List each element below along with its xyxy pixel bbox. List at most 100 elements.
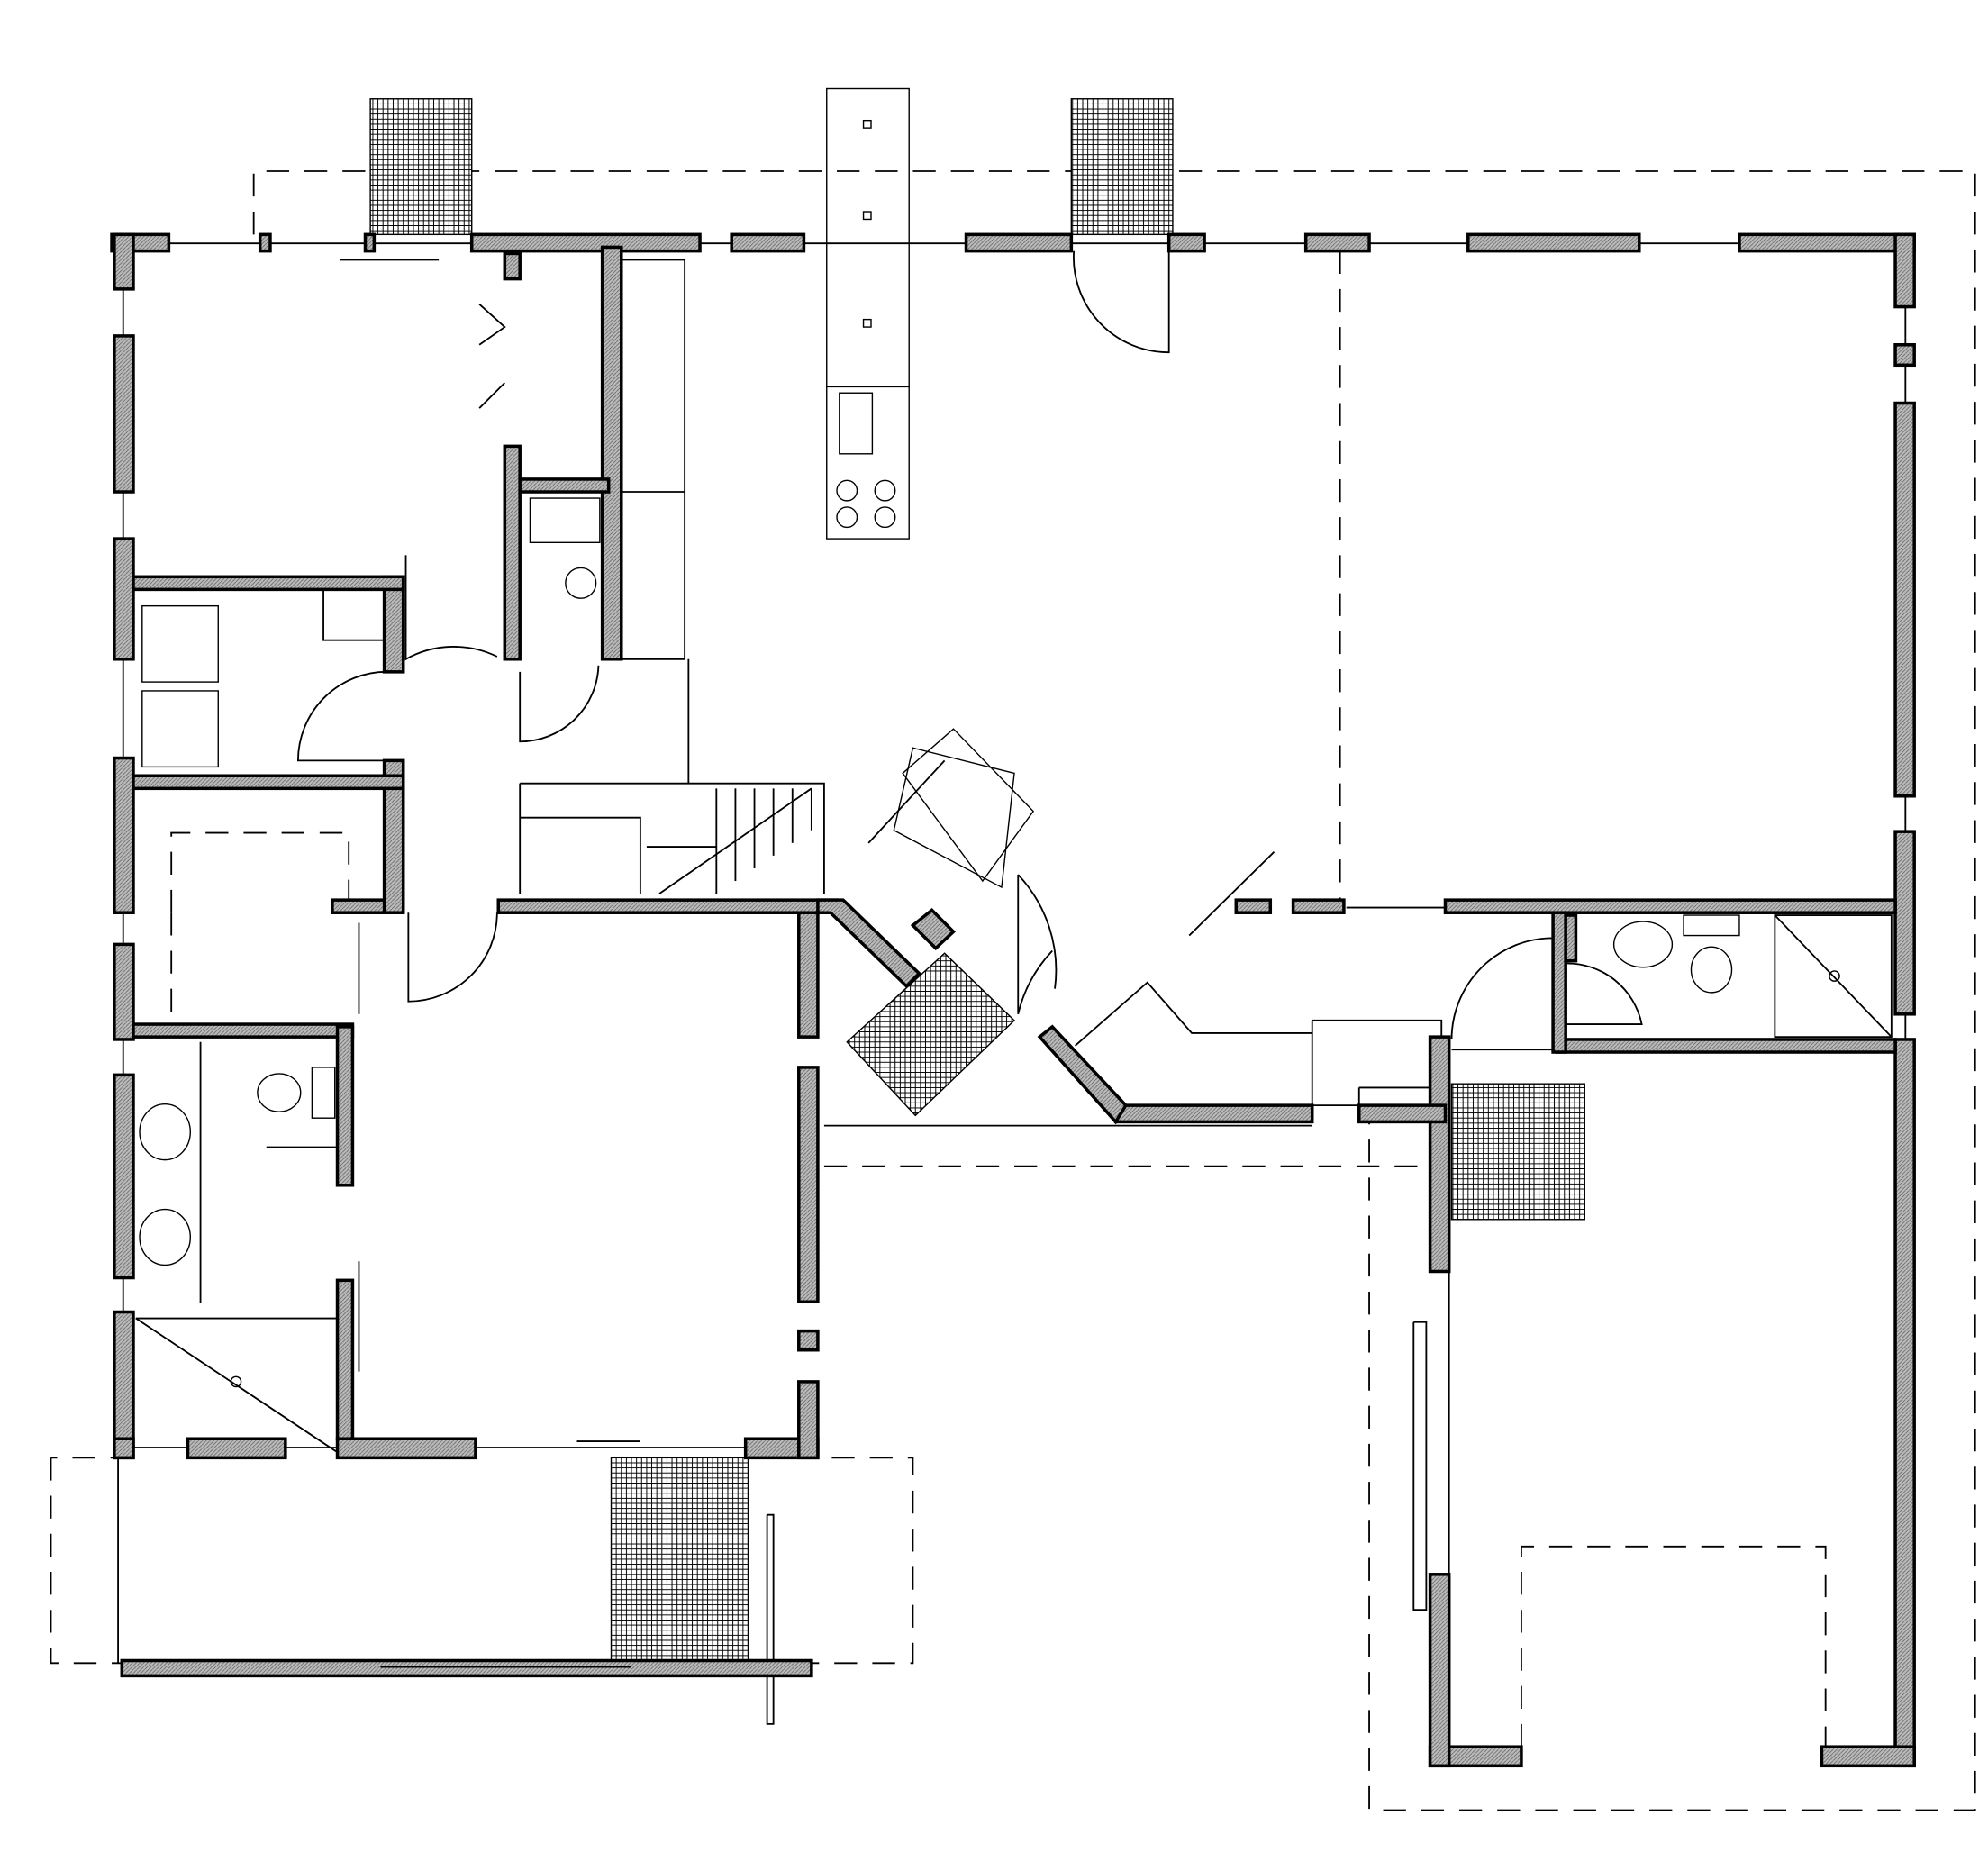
wall-angled [816, 898, 921, 989]
toilet [257, 1073, 302, 1112]
wall-segment [730, 232, 806, 253]
door [407, 912, 498, 1003]
wall-angled [1037, 1024, 1129, 1125]
toilet-tank [311, 1067, 336, 1119]
wall-segment [132, 575, 405, 592]
garage-car-outline [1521, 1545, 1827, 1748]
wall-segment [331, 898, 386, 914]
stair-hatches [369, 98, 1585, 1662]
wall-segment [113, 537, 135, 661]
doors [297, 250, 1643, 1668]
wall-segment [797, 1380, 820, 1460]
fixtures [139, 87, 1840, 1388]
thin-lines [117, 242, 1907, 1750]
wall-segment [600, 245, 623, 661]
wall-segment [1820, 1745, 1916, 1768]
wall-segment [797, 901, 820, 1039]
kitchen-island [826, 87, 910, 540]
wall-segment [518, 477, 611, 494]
toilet [1690, 946, 1733, 994]
wall-segment [1893, 401, 1916, 798]
wall-segment [503, 444, 522, 661]
wall-segment [113, 1437, 135, 1460]
wall-segment [1166, 232, 1206, 253]
overhang-dashed-lines [50, 170, 1976, 1811]
dryer [141, 690, 219, 768]
stair-outline [520, 782, 825, 894]
chair [902, 728, 1035, 883]
burner [874, 506, 896, 529]
wall-segment [469, 232, 702, 253]
bifold-door [478, 382, 505, 409]
wall-segment [1234, 898, 1273, 914]
wall-segment [382, 758, 405, 914]
porch-steps [610, 1457, 749, 1662]
wall-segment [1893, 1038, 1916, 1768]
wall-segment [113, 232, 135, 291]
wall-segment [503, 251, 522, 281]
wall-segment [964, 232, 1074, 253]
wall-segment [1893, 232, 1916, 309]
water-heater [565, 567, 597, 599]
door [297, 670, 387, 762]
wall-segment [335, 1437, 477, 1460]
chimney-right [1070, 98, 1174, 236]
bench-seat [1074, 981, 1312, 1047]
sink-basin [139, 1103, 192, 1161]
door [1450, 937, 1555, 1039]
outlet [862, 318, 872, 328]
shower-drain [1829, 970, 1840, 982]
angled-rail [1188, 851, 1275, 937]
bench [1357, 1086, 1431, 1107]
burner [874, 479, 896, 502]
wall-segment [1564, 913, 1578, 963]
chair [893, 747, 1015, 889]
outlet [862, 211, 872, 221]
bathtub-sink [1612, 921, 1674, 968]
wall-segment [113, 1073, 135, 1280]
wall-segment [1738, 232, 1916, 253]
sink [839, 392, 874, 455]
wall-segment [113, 1310, 135, 1460]
wall-segment [363, 232, 377, 253]
shelf [322, 589, 385, 641]
porch-outline [50, 1457, 914, 1665]
wall-segment [120, 1658, 813, 1678]
wall-segment [1443, 898, 1897, 914]
wall-segment [335, 1025, 355, 1187]
garage-steps [1450, 1083, 1585, 1221]
wall-segment [1357, 1103, 1448, 1124]
wall-segment [797, 1329, 820, 1352]
bifold-door [478, 304, 506, 346]
stair-landing [520, 816, 641, 894]
wall-segment [1893, 343, 1916, 368]
chair-detail [867, 759, 946, 844]
wall-segment [335, 1278, 355, 1440]
sink-basin [139, 1208, 192, 1266]
chimney-left [369, 98, 473, 236]
burner [836, 479, 858, 502]
burner [836, 506, 858, 529]
washer [529, 497, 601, 544]
outlet [862, 119, 872, 129]
wall-segment [1428, 1573, 1451, 1768]
wall-segment [1555, 1038, 1897, 1054]
wall-segment [132, 1022, 355, 1039]
wall-segment [1466, 232, 1641, 253]
porch-post [766, 1513, 775, 1725]
toilet-tank [1683, 914, 1740, 937]
wall-segment [113, 942, 135, 1041]
wall-segment [1291, 898, 1346, 914]
counter [621, 259, 686, 660]
shower [135, 1317, 337, 1453]
wall-segment [1893, 830, 1916, 1016]
door-front [1073, 250, 1170, 354]
wall-segment [113, 756, 135, 914]
wall-segment [1303, 232, 1371, 253]
wall-segment [132, 774, 405, 791]
door-entry [1017, 874, 1058, 1015]
wall-segment [113, 334, 135, 494]
wall-angled [910, 908, 957, 951]
wall-segment [1428, 1035, 1451, 1274]
